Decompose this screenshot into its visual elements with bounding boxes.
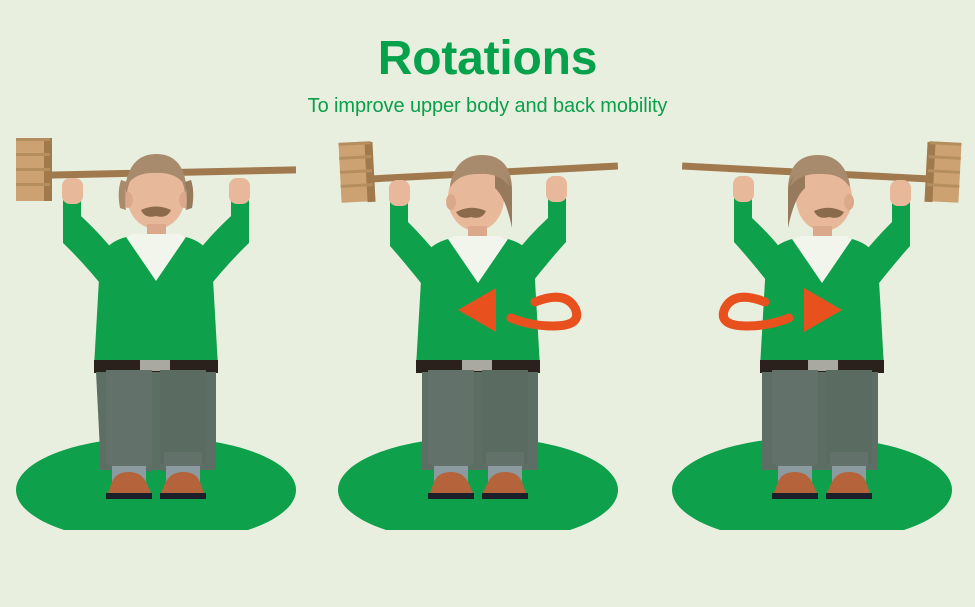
shoe-left (430, 472, 473, 493)
mustache (456, 207, 486, 218)
shoe-right (827, 472, 870, 493)
belt-buckle (140, 360, 170, 371)
belt-buckle (808, 360, 838, 371)
sweater (94, 237, 218, 367)
ground-ellipse (16, 437, 296, 530)
collar (120, 234, 192, 303)
page-title: Rotations (377, 32, 598, 85)
ear-right (179, 192, 189, 208)
collar (788, 236, 858, 305)
page-subtitle: To improve upper body and back mobility (307, 95, 668, 118)
ground-ellipse (338, 437, 618, 530)
rotation-arrow-right-icon (718, 288, 842, 332)
shoe-left (774, 472, 817, 493)
shoe-left (108, 472, 151, 493)
hair-front (127, 159, 185, 186)
collar (442, 236, 512, 305)
broom-head-icon (338, 141, 376, 203)
figure-1 (8, 130, 338, 530)
mustache (141, 206, 171, 217)
ear-right (844, 194, 854, 210)
figures-scene (0, 130, 975, 607)
figure-2 (330, 130, 660, 530)
hair-front (790, 160, 850, 188)
head (127, 163, 185, 229)
shoe-right (483, 472, 526, 493)
ear-left (446, 194, 456, 210)
figure-3 (640, 130, 970, 530)
mustache (814, 207, 844, 218)
broom-head-icon (16, 138, 52, 201)
hair-front (450, 160, 510, 188)
shoe-right (161, 472, 204, 493)
rotation-arrow-left-icon (458, 288, 582, 332)
broom-head-icon (924, 141, 962, 203)
header: Rotations To improve upper body and back… (0, 0, 975, 118)
belt-buckle (462, 360, 492, 371)
ear-left (123, 192, 133, 208)
